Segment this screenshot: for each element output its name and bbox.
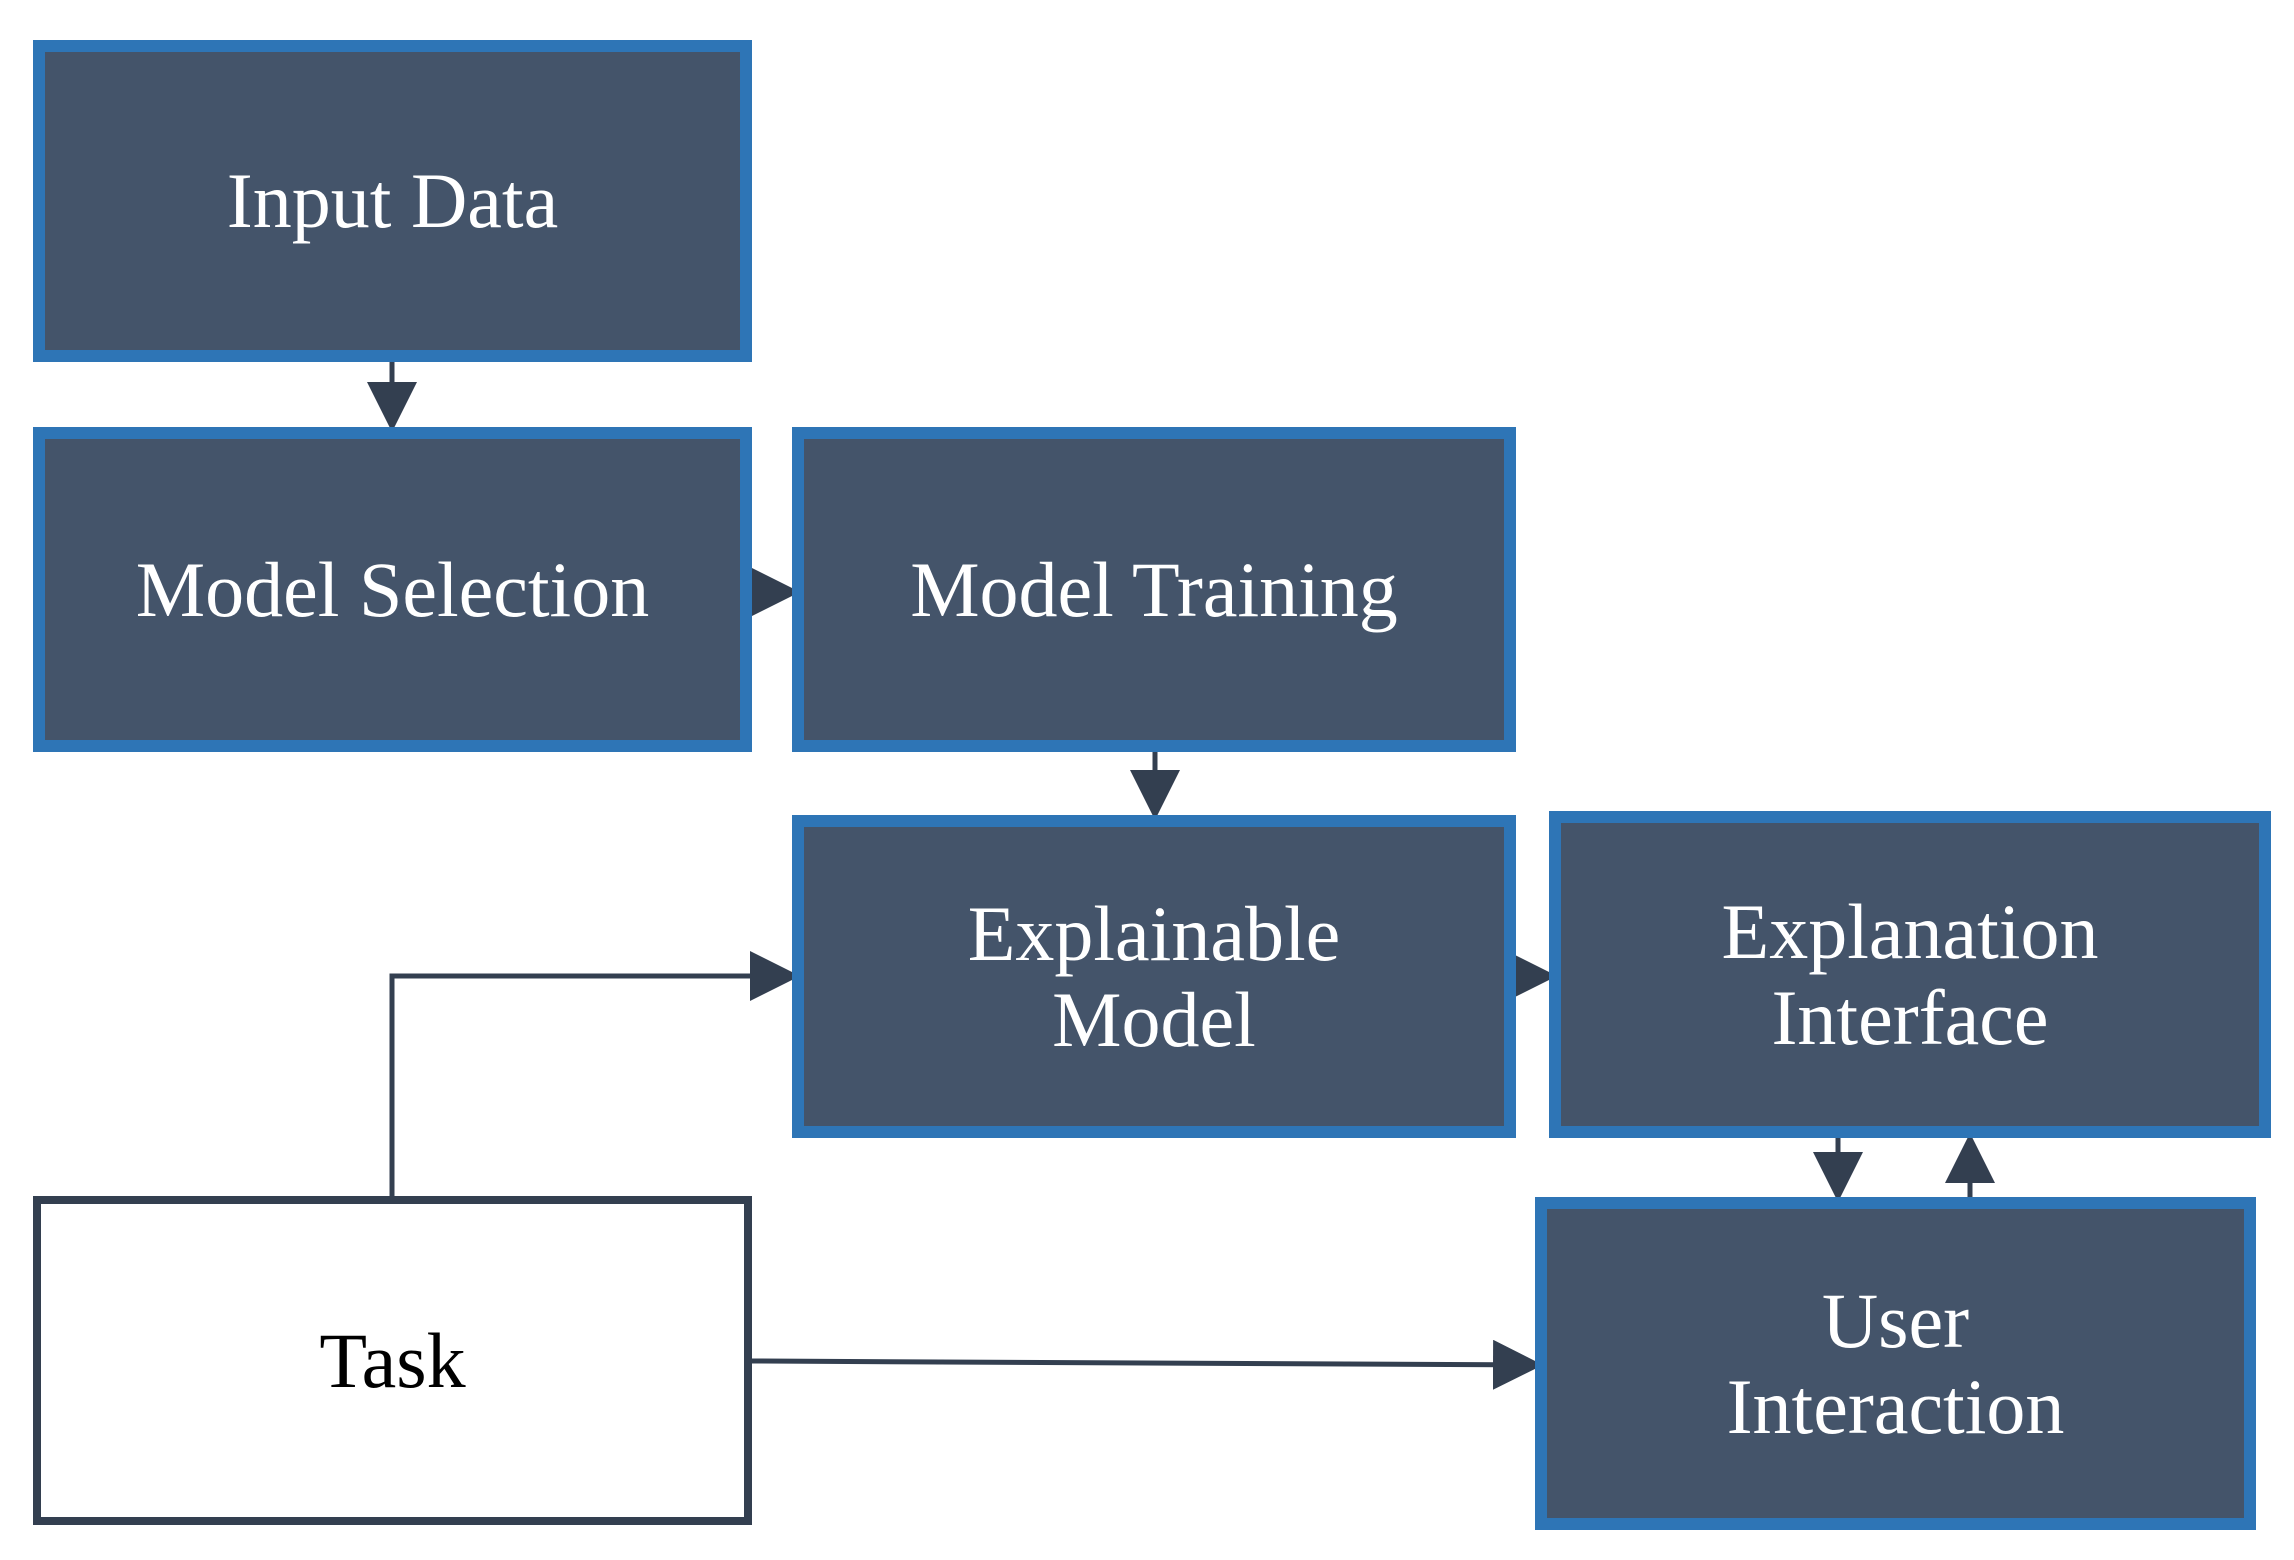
node-input-data-label: Input Data [226, 157, 559, 245]
node-user-interaction-label: User Interaction [1726, 1276, 2065, 1450]
node-user-interaction: User Interaction [1535, 1197, 2256, 1530]
node-explainable-model: Explainable Model [792, 815, 1516, 1138]
node-input-data: Input Data [33, 40, 752, 362]
edge-task-to-user [751, 1339, 1543, 1390]
node-model-selection: Model Selection [33, 427, 752, 752]
node-task: Task [33, 1196, 752, 1525]
node-model-training-label: Model Training [910, 545, 1398, 633]
node-explainable-model-label: Explainable Model [967, 889, 1341, 1063]
node-explanation-interface-label: Explanation Interface [1721, 887, 2099, 1061]
node-task-label: Task [319, 1316, 466, 1404]
node-explanation-interface: Explanation Interface [1549, 811, 2271, 1138]
node-model-training: Model Training [792, 427, 1516, 752]
node-model-selection-label: Model Selection [135, 545, 650, 633]
edge-task-to-explainable [389, 951, 800, 1196]
